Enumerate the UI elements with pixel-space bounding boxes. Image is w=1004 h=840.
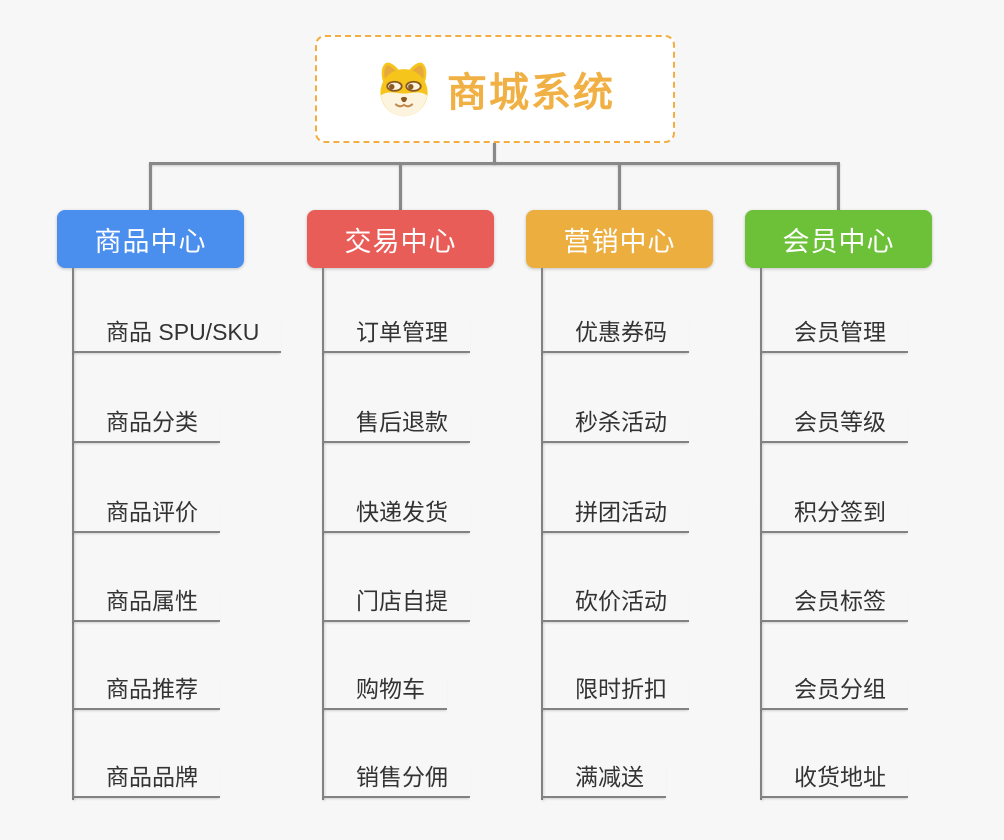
branch-column-trade: 交易中心 订单管理 售后退款 快递发货 门店自提 购物车 销售分佣	[307, 210, 494, 810]
topic-item[interactable]: 商品推荐	[72, 676, 220, 710]
root-title: 商城系统	[447, 71, 615, 115]
topic-item[interactable]: 售后退款	[322, 409, 470, 443]
topic-item[interactable]: 会员管理	[760, 319, 908, 353]
branch-column-product: 商品中心 商品 SPU/SKU 商品分类 商品评价 商品属性 商品推荐 商品品牌	[57, 210, 282, 810]
topic-item[interactable]: 会员标签	[760, 588, 908, 622]
topic-item[interactable]: 砍价活动	[541, 588, 689, 622]
topic-item[interactable]: 商品属性	[72, 588, 220, 622]
topic-item[interactable]: 秒杀活动	[541, 409, 689, 443]
topic-item[interactable]: 商品 SPU/SKU	[72, 319, 282, 353]
connector-horizontal-rail	[149, 162, 840, 165]
branch-node-trade[interactable]: 交易中心	[307, 210, 494, 268]
topic-item[interactable]: 门店自提	[322, 588, 470, 622]
topic-item[interactable]: 快递发货	[322, 499, 470, 533]
topic-item[interactable]: 满减送	[541, 764, 666, 798]
topic-item[interactable]: 购物车	[322, 676, 447, 710]
topic-item[interactable]: 拼团活动	[541, 499, 689, 533]
connector-drop-trade	[399, 164, 402, 210]
topic-item[interactable]: 商品品牌	[72, 764, 220, 798]
root-node[interactable]: 商城系统	[315, 35, 675, 143]
branch-column-marketing: 营销中心 优惠券码 秒杀活动 拼团活动 砍价活动 限时折扣 满减送	[526, 210, 713, 810]
branch-trunk-line	[760, 268, 762, 800]
topic-item[interactable]: 优惠券码	[541, 319, 689, 353]
connector-root-stub	[493, 143, 496, 164]
topic-item[interactable]: 收货地址	[760, 764, 908, 798]
topic-item[interactable]: 商品分类	[72, 409, 220, 443]
branch-node-product[interactable]: 商品中心	[57, 210, 244, 268]
connector-drop-member	[837, 164, 840, 210]
topic-item[interactable]: 销售分佣	[322, 764, 470, 798]
dog-face-icon	[380, 62, 428, 117]
topic-item[interactable]: 会员等级	[760, 409, 908, 443]
topic-item[interactable]: 限时折扣	[541, 676, 689, 710]
branch-node-marketing[interactable]: 营销中心	[526, 210, 713, 268]
connector-drop-marketing	[618, 164, 621, 210]
topic-item[interactable]: 会员分组	[760, 676, 908, 710]
topic-item[interactable]: 积分签到	[760, 499, 908, 533]
branch-trunk-line	[541, 268, 543, 800]
branch-node-member[interactable]: 会员中心	[745, 210, 932, 268]
connector-drop-product	[149, 164, 152, 210]
branch-trunk-line	[322, 268, 324, 800]
topic-item[interactable]: 商品评价	[72, 499, 220, 533]
topic-item[interactable]: 订单管理	[322, 319, 470, 353]
branch-column-member: 会员中心 会员管理 会员等级 积分签到 会员标签 会员分组 收货地址	[745, 210, 932, 810]
branch-trunk-line	[72, 268, 74, 800]
